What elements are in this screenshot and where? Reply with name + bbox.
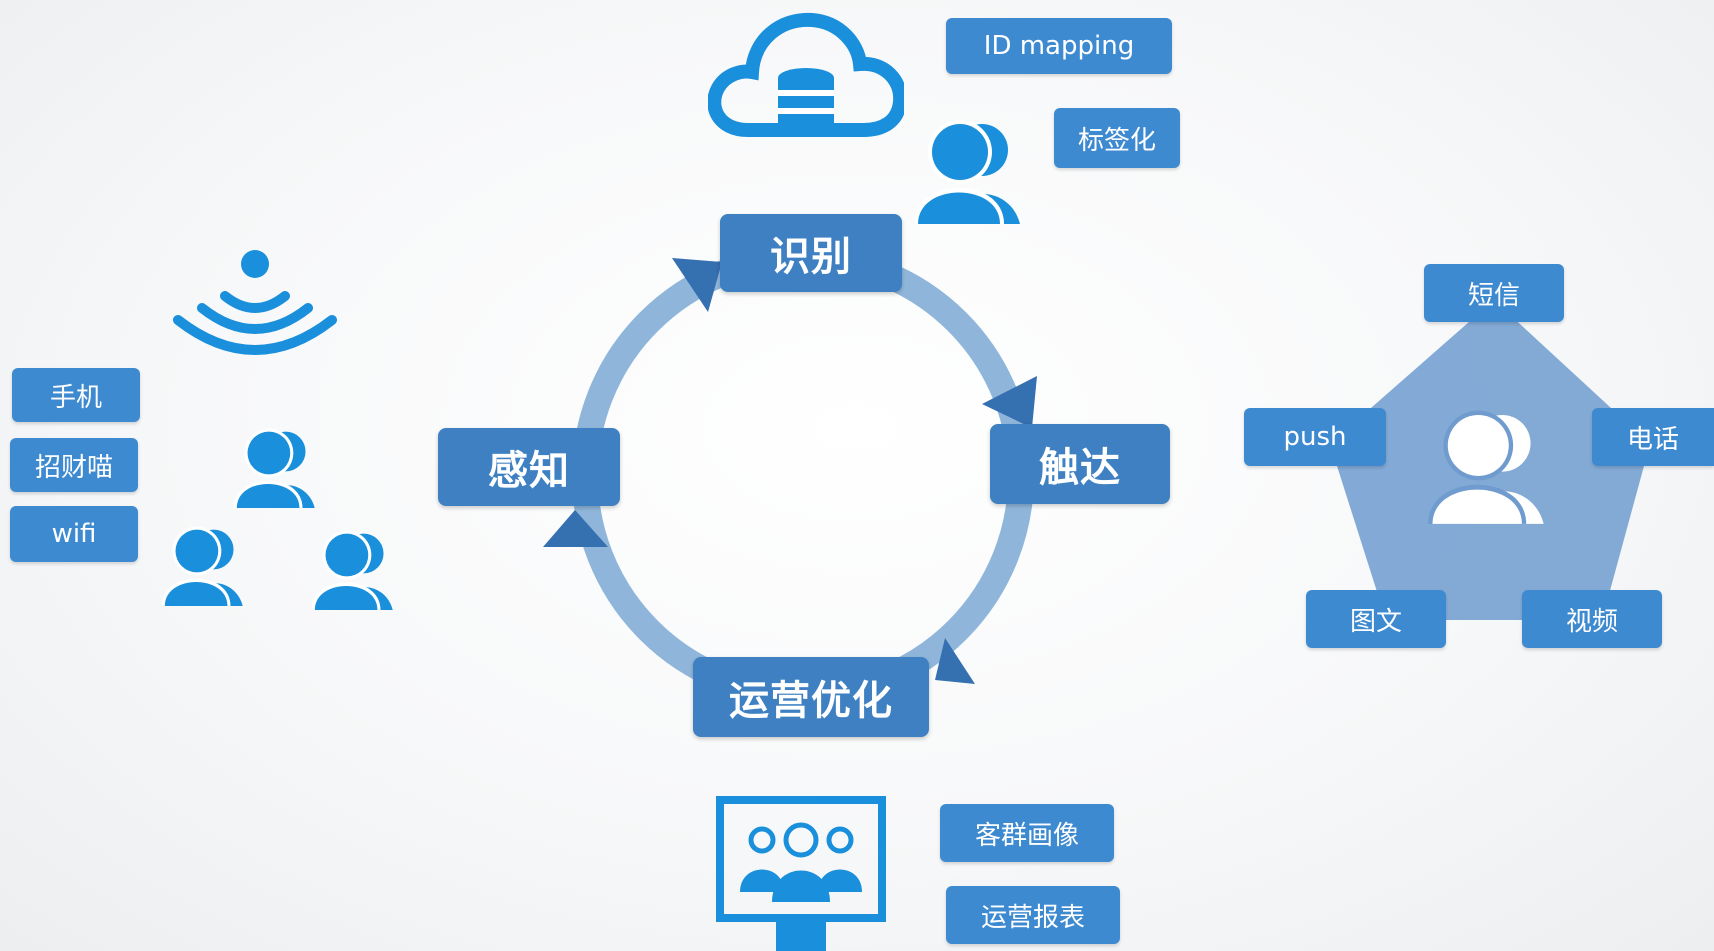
tag-operation-report: 运营报表 — [946, 886, 1120, 944]
user-group-icon — [914, 120, 1020, 224]
user-group-icon — [233, 428, 315, 508]
cycle-ring — [572, 245, 1034, 707]
tag-phone: 手机 — [12, 368, 140, 422]
arrow-left — [543, 510, 608, 547]
wifi-signal-icon — [173, 250, 337, 355]
tag-sms: 短信 — [1424, 264, 1564, 322]
user-group-icon — [311, 530, 393, 610]
cloud-database-icon — [708, 12, 904, 137]
tag-image-text: 图文 — [1306, 590, 1446, 648]
arrow-top-left — [672, 258, 722, 312]
arrow-right — [982, 376, 1037, 428]
arrow-bottom-right — [935, 638, 975, 684]
user-group-icon — [161, 526, 243, 606]
tag-phone-call: 电话 — [1592, 408, 1714, 466]
stage-optimize: 运营优化 — [693, 657, 929, 737]
tag-push: push — [1244, 408, 1386, 466]
stage-reach: 触达 — [990, 424, 1170, 504]
stage-perceive: 感知 — [438, 428, 620, 506]
user-group-icon — [1428, 410, 1544, 524]
tag-video: 视频 — [1522, 590, 1662, 648]
tag-wifi: wifi — [10, 506, 138, 562]
tag-id-mapping: ID mapping — [946, 18, 1172, 74]
stage-identify: 识别 — [720, 214, 902, 292]
tag-customer-portrait: 客群画像 — [940, 804, 1114, 862]
tag-zhaocaimiao: 招财喵 — [10, 438, 138, 492]
monitor-users-icon — [716, 796, 886, 951]
tag-labeling: 标签化 — [1054, 108, 1180, 168]
